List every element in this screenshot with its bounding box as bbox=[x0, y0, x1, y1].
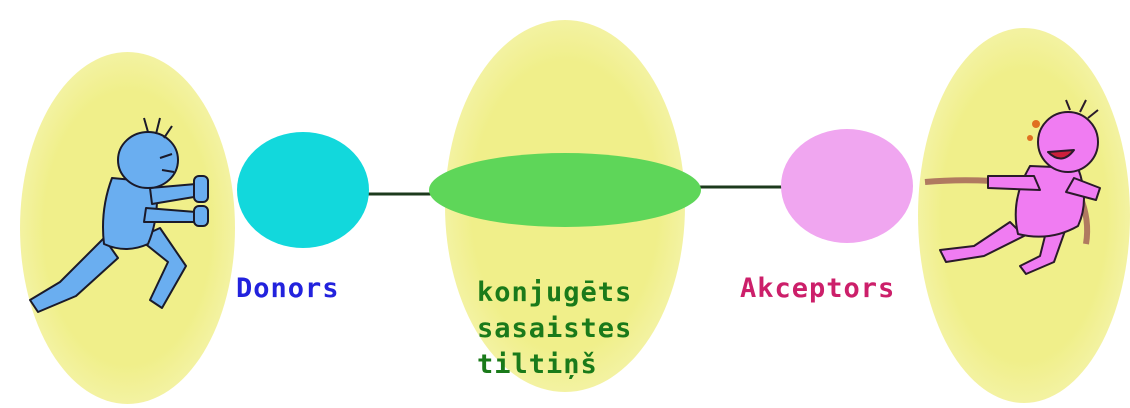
donor-circle bbox=[237, 132, 369, 248]
acceptor-label: Akceptors bbox=[740, 273, 896, 304]
bridge-label-line-2: sasaistes bbox=[477, 313, 633, 344]
bridge-label: konjugēts sasaistes tiltiņš bbox=[477, 275, 632, 383]
bridge-ellipse bbox=[429, 153, 701, 227]
bridge-label-line-3: tiltiņš bbox=[477, 349, 598, 380]
bridge-label-line-1: konjugēts bbox=[477, 277, 633, 308]
donor-label: Donors bbox=[236, 273, 340, 304]
pulling-rope-person-icon bbox=[924, 99, 1101, 275]
pushing-person-icon bbox=[29, 117, 209, 313]
acceptor-circle bbox=[781, 129, 913, 243]
